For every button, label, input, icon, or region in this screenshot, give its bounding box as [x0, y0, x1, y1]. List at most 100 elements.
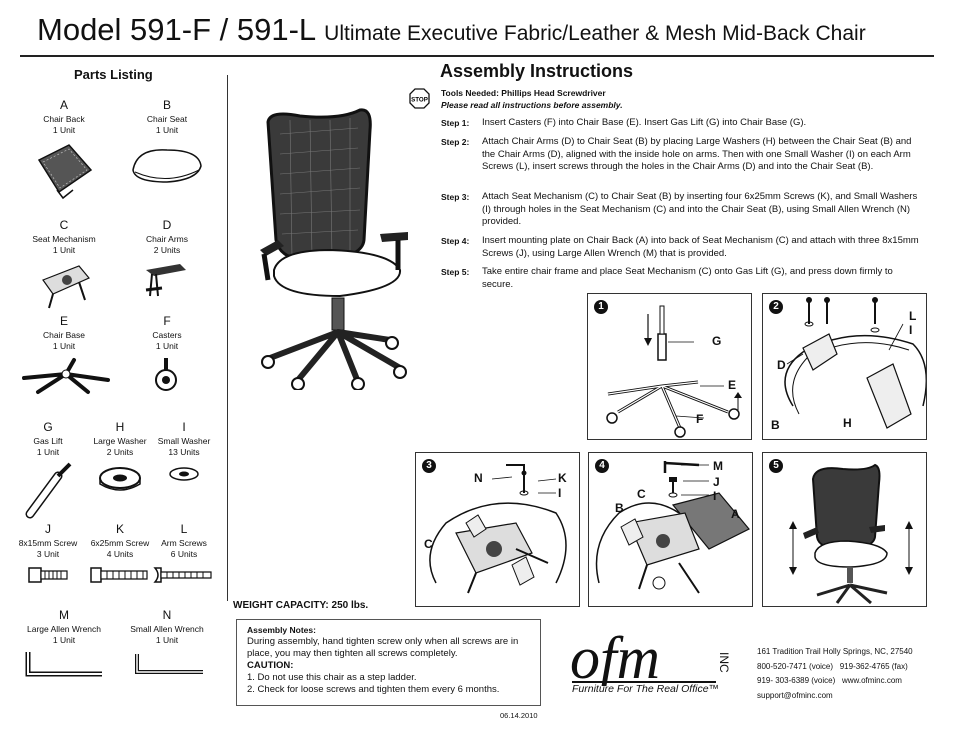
part-qty: 1 Unit — [155, 125, 179, 135]
gas-lift-base-illustration — [606, 305, 742, 438]
part-item-e: E Chair Base 1 Unit — [22, 314, 110, 396]
diagram-number: 5 — [769, 459, 783, 473]
diagram-label-b: B — [771, 418, 780, 432]
back-to-mechanism-illustration — [595, 461, 750, 594]
part-qty: 2 Units — [106, 447, 134, 457]
part-letter: A — [59, 98, 68, 112]
part-qty: 3 Unit — [36, 549, 60, 559]
step-1-diagram: 1 G E F — [587, 293, 752, 440]
part-qty: 1 Unit — [52, 341, 76, 351]
small-allen-wrench-icon — [135, 654, 203, 674]
diagram-label-b: B — [615, 501, 624, 515]
part-item-d: D Chair Arms 2 Units — [125, 218, 209, 300]
step-4-diagram: 4 M J I C B A — [588, 452, 753, 607]
part-letter: L — [180, 522, 188, 536]
diagram-label-h: H — [843, 416, 852, 430]
step-text: Insert Casters (F) into Chair Base (E). … — [482, 117, 807, 128]
screw-8x15-icon — [28, 567, 68, 583]
step-label: Step 3: — [441, 192, 470, 202]
model-number: Model 591-F / 591-L — [37, 12, 317, 47]
parts-heading: Parts Listing — [74, 67, 153, 82]
part-letter: J — [45, 522, 51, 536]
caster-icon — [155, 358, 177, 391]
step-text: Attach Chair Arms (D) to Chair Seat (B) … — [482, 136, 912, 172]
website-link[interactable]: www.ofminc.com — [841, 676, 902, 685]
gas-lift-icon — [25, 462, 72, 519]
column-divider — [227, 75, 228, 601]
part-item-k: K 6x25mm Screw 4 Units — [78, 522, 162, 586]
diagram-label-a: A — [731, 507, 740, 521]
diagram-label-g: G — [712, 334, 722, 348]
diagram-label-d: D — [777, 358, 786, 372]
diagram-label-f: F — [696, 412, 704, 426]
diagram-label-k: K — [558, 471, 567, 485]
part-letter: G — [43, 420, 53, 434]
part-qty: 6 Units — [170, 549, 198, 559]
part-name: Small Washer — [157, 436, 211, 446]
step-3-diagram: 3 N K I C — [415, 452, 580, 607]
fax-number: 919-362-4765 (fax) — [839, 661, 908, 671]
step-2: Step 2: Attach Chair Arms (D) to Chair S… — [441, 136, 926, 174]
part-letter: C — [59, 218, 69, 232]
title-divider — [20, 55, 934, 57]
part-letter: D — [162, 218, 172, 232]
tools-needed: Tools Needed: Phillips Head Screwdriver — [441, 88, 606, 98]
diagram-label-l: L — [909, 309, 917, 323]
assembled-chair-illustration — [260, 108, 408, 390]
mechanism-to-seat-illustration — [429, 464, 567, 594]
part-letter: I — [182, 420, 186, 434]
diagram-label-i: I — [713, 489, 717, 503]
step-text: Take entire chair frame and place Seat M… — [482, 266, 893, 290]
step-5-diagram: 5 — [762, 452, 927, 607]
step-label: Step 1: — [441, 118, 470, 128]
part-item-g: G Gas Lift 1 Unit — [6, 420, 90, 522]
phone-voice: 800-520-7471 (voice) — [757, 661, 834, 671]
diagram-label-i: I — [909, 323, 913, 337]
part-item-m: M Large Allen Wrench 1 Unit — [22, 608, 106, 680]
assembly-notes-box: Assembly Notes: During assembly, hand ti… — [236, 619, 541, 706]
part-qty: 1 Unit — [155, 635, 179, 645]
company-tagline: Furniture For The Real Office™ — [572, 683, 720, 695]
part-name: Small Allen Wrench — [130, 624, 204, 634]
part-letter: K — [115, 522, 124, 536]
notes-text: During assembly, hand tighten screw only… — [247, 636, 519, 659]
part-qty: 4 Units — [106, 549, 134, 559]
diagram-label-c: C — [637, 487, 646, 501]
part-item-a: A Chair Back 1 Unit — [22, 98, 106, 200]
part-letter: M — [59, 608, 69, 622]
step-5: Step 5: Take entire chair frame and plac… — [441, 266, 926, 291]
step-label: Step 4: — [441, 236, 470, 246]
stop-sign-icon: STOP — [409, 88, 430, 109]
part-letter: E — [59, 314, 68, 328]
diagram-label-j: J — [713, 475, 720, 489]
part-letter: B — [162, 98, 171, 112]
part-name: 8x15mm Screw — [18, 538, 78, 548]
step-2-diagram: 2 L I D B H — [762, 293, 927, 440]
caution-heading: CAUTION: — [247, 660, 294, 671]
diagram-number: 3 — [422, 459, 436, 473]
revision-date: 06.14.2010 — [500, 711, 538, 720]
part-item-j: J 8x15mm Screw 3 Unit — [6, 522, 90, 586]
part-item-h: H Large Washer 2 Units — [78, 420, 162, 498]
large-washer-icon — [99, 467, 141, 491]
part-name: Chair Back — [43, 114, 85, 124]
logo-wordmark: ofm — [570, 625, 660, 686]
assembly-heading: Assembly Instructions — [440, 61, 634, 81]
notes-heading: Assembly Notes: — [247, 625, 316, 635]
part-letter: F — [163, 314, 171, 328]
large-allen-wrench-icon — [25, 652, 102, 677]
stop-sign-text: STOP — [411, 97, 428, 104]
company-address: 161 Tradition Trail Holly Springs, NC, 2… — [757, 647, 913, 656]
completed-chair-illustration — [789, 463, 913, 605]
part-name: Chair Seat — [146, 114, 188, 124]
small-washer-icon — [169, 467, 199, 481]
part-name: Arm Screws — [161, 538, 207, 548]
part-name: Large Washer — [93, 436, 147, 446]
part-name: Chair Arms — [145, 234, 189, 244]
product-name: Ultimate Executive Fabric/Leather & Mesh… — [324, 22, 866, 45]
chair-seat-icon — [132, 149, 202, 183]
part-item-n: N Small Allen Wrench 1 Unit — [125, 608, 209, 680]
part-qty: 1 Unit — [155, 341, 179, 351]
read-instructions-note: Please read all instructions before asse… — [441, 100, 623, 110]
support-email[interactable]: support@ofminc.com — [757, 690, 833, 700]
